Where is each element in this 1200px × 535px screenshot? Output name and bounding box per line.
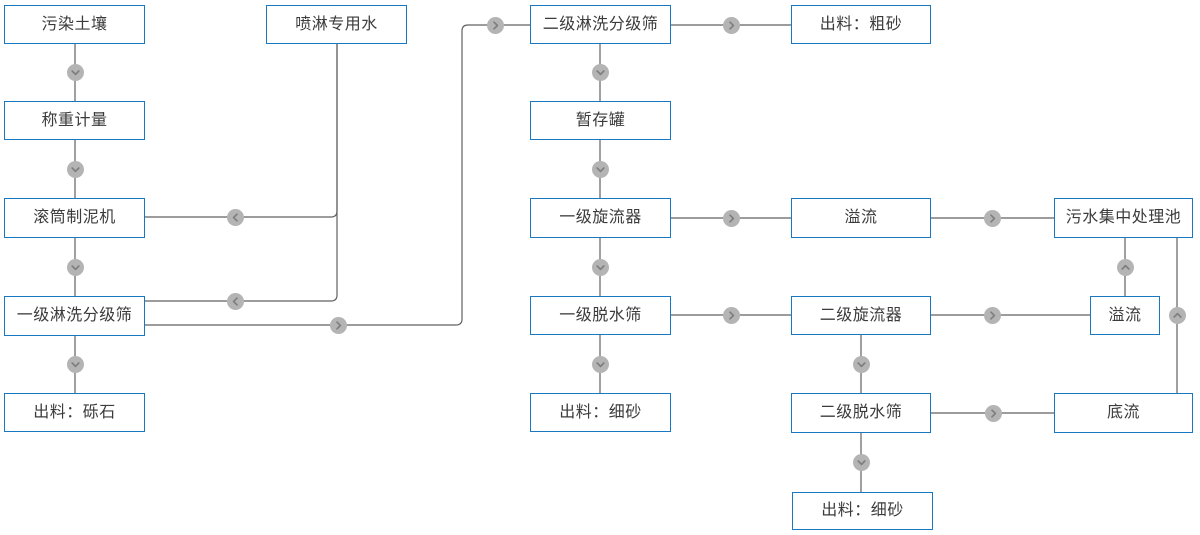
edge-spray-water-to-drum-mud-maker xyxy=(145,44,338,218)
arrow-down-icon xyxy=(66,160,84,178)
flow-node-stage1-washing-screen: 一级淋洗分级筛 xyxy=(4,296,145,336)
arrow-right-icon xyxy=(983,306,1001,324)
flow-node-drum-mud-maker: 滚筒制泥机 xyxy=(4,198,145,238)
arrow-right-icon xyxy=(722,16,740,34)
arrow-down-icon xyxy=(66,258,84,276)
arrow-down-icon xyxy=(66,63,84,81)
flow-node-spray-water: 喷淋专用水 xyxy=(266,5,407,44)
arrow-up-icon xyxy=(1116,258,1134,276)
arrow-right-icon xyxy=(486,16,504,34)
arrow-down-icon xyxy=(852,453,870,471)
arrow-down-icon xyxy=(591,355,609,373)
arrow-right-icon xyxy=(984,404,1002,422)
flow-node-stage2-dewatering-screen: 二级脱水筛 xyxy=(791,393,931,433)
arrow-right-icon xyxy=(329,316,347,334)
arrow-down-icon xyxy=(66,355,84,373)
arrow-right-icon xyxy=(983,209,1001,227)
arrow-down-icon xyxy=(591,160,609,178)
flow-node-overflow-1: 溢流 xyxy=(791,198,931,238)
flow-node-overflow-2: 溢流 xyxy=(1090,296,1160,335)
arrow-down-icon xyxy=(591,258,609,276)
flow-node-storage-tank: 暂存罐 xyxy=(530,101,671,140)
arrow-up-icon xyxy=(1168,306,1186,324)
flow-node-contaminated-soil: 污染土壤 xyxy=(4,5,145,44)
flow-node-stage2-washing-screen: 二级淋洗分级筛 xyxy=(530,5,671,44)
flow-node-output-gravel: 出料：砾石 xyxy=(4,393,145,432)
arrow-left-icon xyxy=(226,208,244,226)
arrow-down-icon xyxy=(852,355,870,373)
flow-node-output-fine-sand-2: 出料：细砂 xyxy=(792,492,933,530)
flow-node-stage1-dewatering-screen: 一级脱水筛 xyxy=(530,296,671,335)
arrow-down-icon xyxy=(591,63,609,81)
flow-node-weighing: 称重计量 xyxy=(4,101,145,140)
edge-stage1-washing-screen-to-stage2-washing-screen xyxy=(145,24,530,326)
arrow-left-icon xyxy=(226,292,244,310)
flow-node-stage1-cyclone: 一级旋流器 xyxy=(530,198,671,238)
flow-node-output-coarse-sand: 出料：粗砂 xyxy=(791,5,931,44)
flow-node-wastewater-pool: 污水集中处理池 xyxy=(1054,198,1193,238)
flow-node-stage2-cyclone: 二级旋流器 xyxy=(791,296,931,335)
flow-node-underflow: 底流 xyxy=(1054,393,1193,433)
arrow-right-icon xyxy=(722,306,740,324)
flow-node-output-fine-sand-1: 出料：细砂 xyxy=(530,393,671,432)
arrow-right-icon xyxy=(722,209,740,227)
edge-spray-water-to-stage1-washing-screen xyxy=(145,44,338,302)
